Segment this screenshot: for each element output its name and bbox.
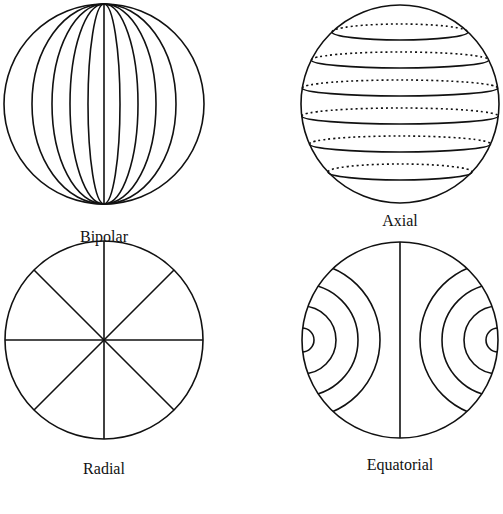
- figure-label: Bipolar: [80, 228, 128, 246]
- latitude-ring: [302, 116, 499, 124]
- axial-sphere: [301, 5, 499, 203]
- latitude-ring: [309, 144, 490, 152]
- latitude-ring: [332, 32, 468, 40]
- latitude-ring: [328, 172, 472, 180]
- radial-disc: [5, 241, 203, 439]
- latitude-ring: [302, 88, 497, 96]
- figure-label: Axial: [382, 212, 418, 230]
- bipolar-sphere: [4, 4, 204, 204]
- latitude-ring-hidden: [309, 136, 490, 144]
- equatorial-disc: [224, 242, 503, 438]
- latitude-ring-hidden: [311, 52, 488, 60]
- latitude-ring-hidden: [302, 80, 497, 88]
- latitude-ring-hidden: [328, 164, 472, 172]
- figure-label: Radial: [83, 460, 125, 478]
- latitude-ring-hidden: [332, 24, 468, 32]
- latitude-ring-hidden: [302, 108, 499, 116]
- latitude-ring: [311, 60, 488, 68]
- figure-label: Equatorial: [367, 456, 434, 474]
